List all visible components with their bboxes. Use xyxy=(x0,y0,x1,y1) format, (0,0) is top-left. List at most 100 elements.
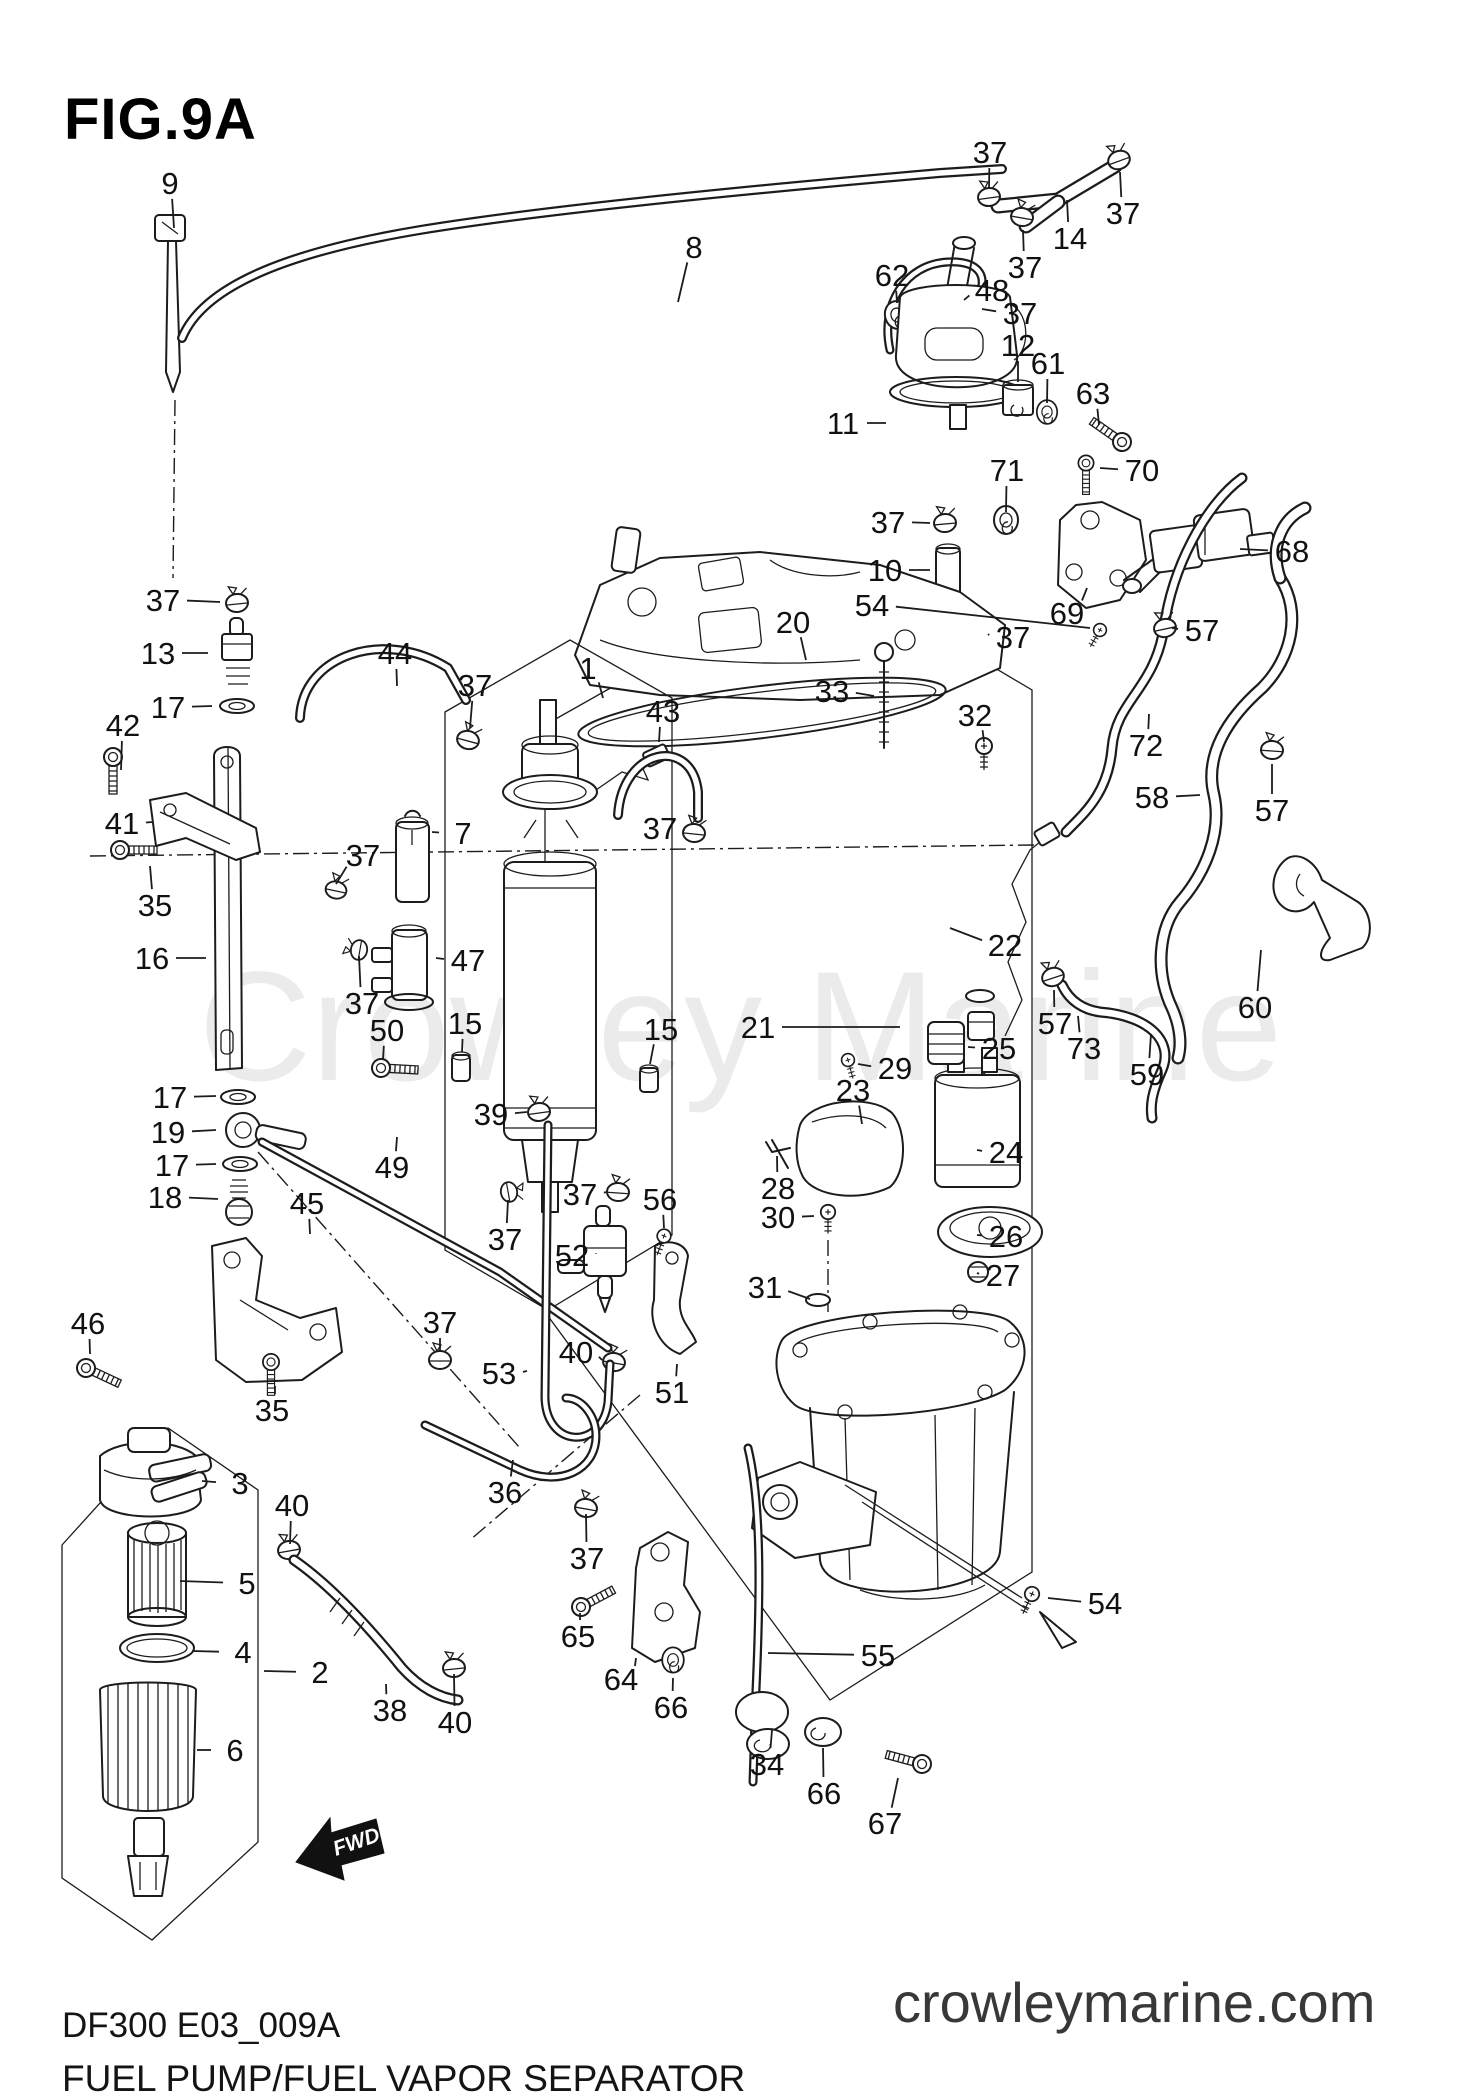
part-callout-24[interactable]: 24 xyxy=(989,1135,1023,1170)
part-callout-60[interactable]: 60 xyxy=(1238,990,1272,1025)
part-callout-49[interactable]: 49 xyxy=(375,1150,409,1185)
part-callout-7[interactable]: 7 xyxy=(454,816,471,851)
part-callout-9[interactable]: 9 xyxy=(161,166,178,201)
part-callout-51[interactable]: 51 xyxy=(655,1375,689,1410)
part-callout-44[interactable]: 44 xyxy=(378,636,412,671)
part-callout-71[interactable]: 71 xyxy=(990,453,1024,488)
part-callout-57[interactable]: 57 xyxy=(1255,793,1289,828)
callout-leader xyxy=(1175,794,1201,798)
part-callout-13[interactable]: 13 xyxy=(141,636,175,671)
part-callout-2[interactable]: 2 xyxy=(311,1655,328,1690)
part-callout-37[interactable]: 37 xyxy=(1008,250,1042,285)
part-callout-63[interactable]: 63 xyxy=(1076,376,1110,411)
part-callout-58[interactable]: 58 xyxy=(1135,780,1169,815)
part-callout-66[interactable]: 66 xyxy=(654,1690,688,1725)
part-callout-15[interactable]: 15 xyxy=(644,1012,678,1047)
part-callout-17[interactable]: 17 xyxy=(153,1080,187,1115)
part-callout-54[interactable]: 54 xyxy=(855,588,889,623)
part-callout-6[interactable]: 6 xyxy=(226,1733,243,1768)
part-callout-37[interactable]: 37 xyxy=(346,838,380,873)
part-callout-34[interactable]: 34 xyxy=(750,1747,784,1782)
part-callout-26[interactable]: 26 xyxy=(989,1219,1023,1254)
part-callout-3[interactable]: 3 xyxy=(231,1466,248,1501)
construction-line xyxy=(257,1151,521,1449)
part-callout-37[interactable]: 37 xyxy=(973,135,1007,170)
part-callout-36[interactable]: 36 xyxy=(488,1475,522,1510)
part-callout-37[interactable]: 37 xyxy=(643,811,677,846)
part-callout-21[interactable]: 21 xyxy=(741,1010,775,1045)
part-callout-43[interactable]: 43 xyxy=(646,694,680,729)
part-callout-45[interactable]: 45 xyxy=(290,1186,324,1221)
part-callout-17[interactable]: 17 xyxy=(155,1148,189,1183)
part-callout-57[interactable]: 57 xyxy=(1038,1006,1072,1041)
part-callout-41[interactable]: 41 xyxy=(105,806,139,841)
part-callout-73[interactable]: 73 xyxy=(1067,1031,1101,1066)
part-callout-31[interactable]: 31 xyxy=(748,1270,782,1305)
part-callout-29[interactable]: 29 xyxy=(878,1051,912,1086)
part-callout-37[interactable]: 37 xyxy=(563,1177,597,1212)
part-callout-53[interactable]: 53 xyxy=(482,1356,516,1391)
part-callout-14[interactable]: 14 xyxy=(1053,221,1087,256)
part-callout-16[interactable]: 16 xyxy=(135,941,169,976)
part-callout-68[interactable]: 68 xyxy=(1275,534,1309,569)
part-callout-25[interactable]: 25 xyxy=(982,1031,1016,1066)
part-callout-27[interactable]: 27 xyxy=(986,1258,1020,1293)
part-callout-38[interactable]: 38 xyxy=(373,1693,407,1728)
part-callout-40[interactable]: 40 xyxy=(275,1488,309,1523)
bracket-51 xyxy=(651,1241,697,1355)
part-callout-11[interactable]: 11 xyxy=(827,406,859,441)
part-callout-42[interactable]: 42 xyxy=(106,708,140,743)
part-callout-37[interactable]: 37 xyxy=(871,505,905,540)
part-callout-39[interactable]: 39 xyxy=(474,1097,508,1132)
part-callout-18[interactable]: 18 xyxy=(148,1180,182,1215)
part-callout-22[interactable]: 22 xyxy=(988,928,1022,963)
part-callout-12[interactable]: 12 xyxy=(1001,328,1035,363)
part-callout-37[interactable]: 37 xyxy=(345,986,379,1021)
part-callout-37[interactable]: 37 xyxy=(423,1305,457,1340)
part-callout-66[interactable]: 66 xyxy=(807,1776,841,1811)
part-callout-37[interactable]: 37 xyxy=(458,668,492,703)
part-callout-23[interactable]: 23 xyxy=(836,1073,870,1108)
part-callout-37[interactable]: 37 xyxy=(1106,196,1140,231)
part-callout-56[interactable]: 56 xyxy=(643,1182,677,1217)
part-callout-1[interactable]: 1 xyxy=(579,651,596,686)
part-callout-70[interactable]: 70 xyxy=(1125,453,1159,488)
part-callout-5[interactable]: 5 xyxy=(238,1566,255,1601)
part-callout-62[interactable]: 62 xyxy=(875,258,909,293)
part-callout-30[interactable]: 30 xyxy=(761,1200,795,1235)
part-callout-33[interactable]: 33 xyxy=(815,674,849,709)
part-callout-40[interactable]: 40 xyxy=(559,1335,593,1370)
part-callout-15[interactable]: 15 xyxy=(448,1006,482,1041)
part-callout-35[interactable]: 35 xyxy=(138,888,172,923)
part-callout-37[interactable]: 37 xyxy=(570,1541,604,1576)
part-callout-64[interactable]: 64 xyxy=(604,1662,638,1697)
part-callout-28[interactable]: 28 xyxy=(761,1171,795,1206)
part-callout-10[interactable]: 10 xyxy=(868,553,902,588)
part-callout-67[interactable]: 67 xyxy=(868,1806,902,1841)
part-callout-17[interactable]: 17 xyxy=(151,690,185,725)
part-callout-55[interactable]: 55 xyxy=(861,1638,895,1673)
part-callout-59[interactable]: 59 xyxy=(1130,1057,1164,1092)
part-callout-54[interactable]: 54 xyxy=(1088,1586,1122,1621)
part-callout-37[interactable]: 37 xyxy=(1003,296,1037,331)
part-callout-50[interactable]: 50 xyxy=(370,1013,404,1048)
part-callout-46[interactable]: 46 xyxy=(71,1306,105,1341)
part-callout-47[interactable]: 47 xyxy=(451,943,485,978)
part-callout-57[interactable]: 57 xyxy=(1185,613,1219,648)
oring-31 xyxy=(805,1293,831,1307)
part-callout-32[interactable]: 32 xyxy=(958,698,992,733)
part-callout-72[interactable]: 72 xyxy=(1129,728,1163,763)
part-callout-4[interactable]: 4 xyxy=(234,1635,251,1670)
part-callout-8[interactable]: 8 xyxy=(685,230,702,265)
part-callout-19[interactable]: 19 xyxy=(151,1115,185,1150)
part-callout-52[interactable]: 52 xyxy=(555,1238,589,1273)
part-callout-20[interactable]: 20 xyxy=(776,605,810,640)
part-callout-40[interactable]: 40 xyxy=(438,1705,472,1740)
part-callout-37[interactable]: 37 xyxy=(146,583,180,618)
part-callout-48[interactable]: 48 xyxy=(975,273,1009,308)
part-callout-65[interactable]: 65 xyxy=(561,1619,595,1654)
part-callout-37[interactable]: 37 xyxy=(996,620,1030,655)
part-callout-35[interactable]: 35 xyxy=(255,1393,289,1428)
part-callout-61[interactable]: 61 xyxy=(1031,346,1065,381)
part-callout-37[interactable]: 37 xyxy=(488,1222,522,1257)
